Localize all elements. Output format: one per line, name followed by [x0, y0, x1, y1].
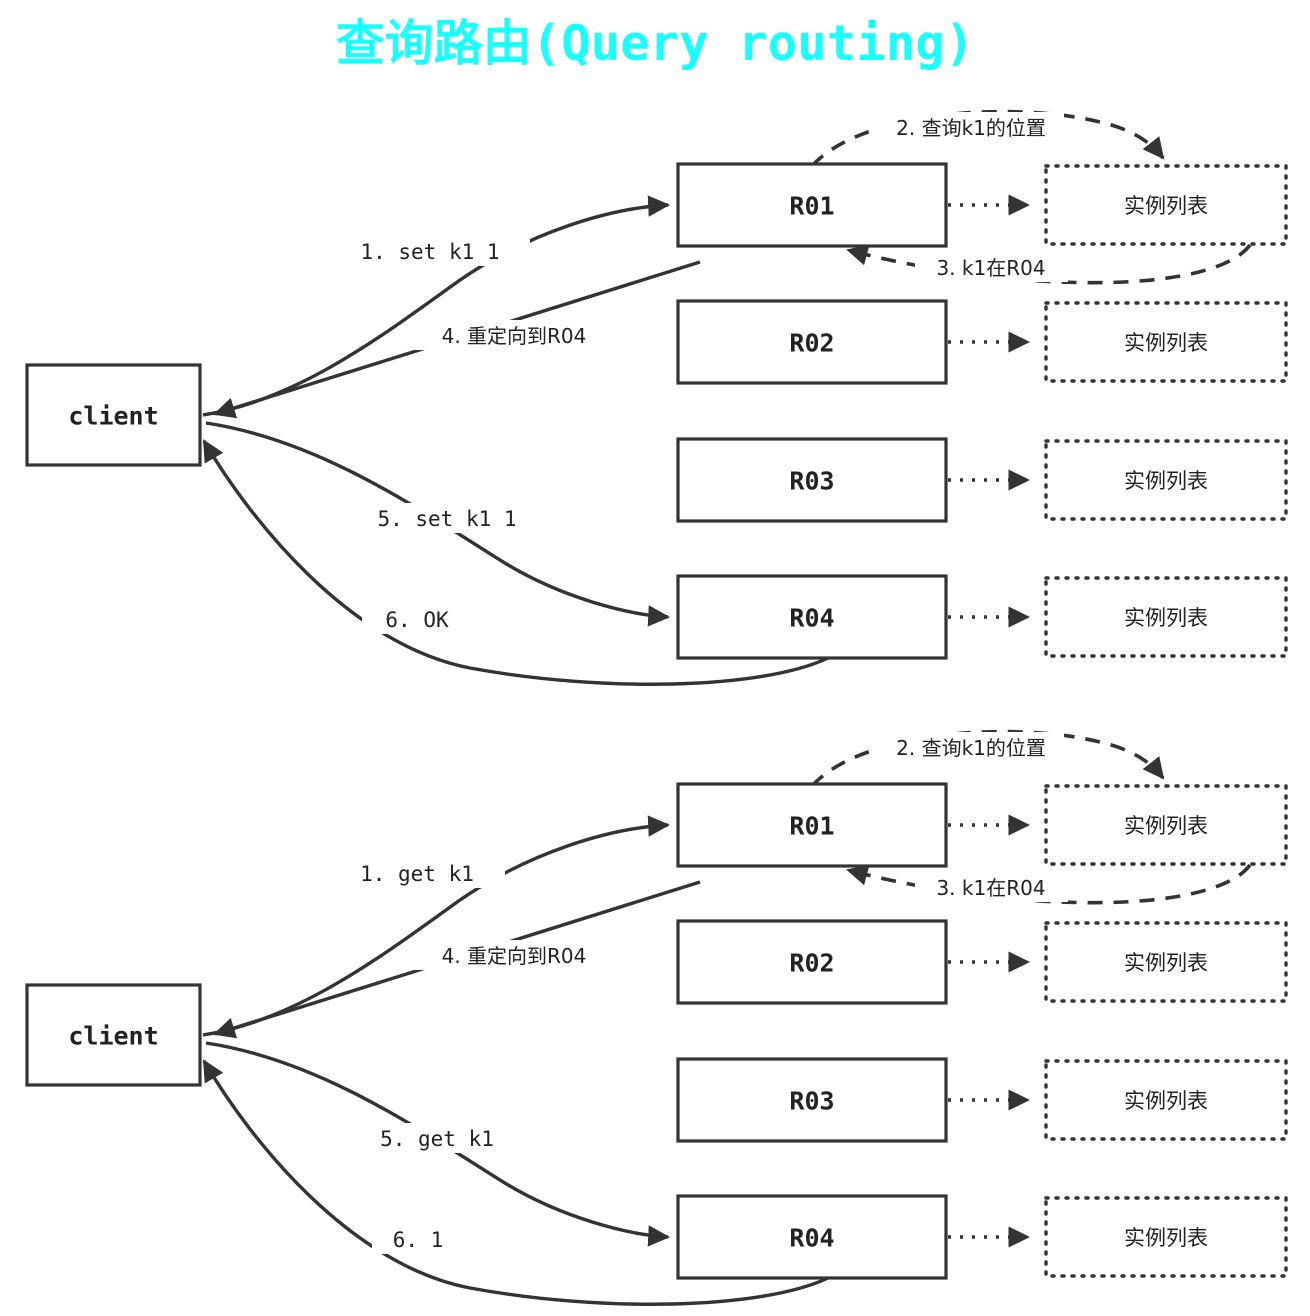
client-node-label: client — [68, 1022, 158, 1051]
instance-list-3-read[interactable]: 实例列表 — [1044, 1059, 1288, 1141]
edge-k1-in-r04 — [846, 243, 1252, 285]
instance-list-label: 实例列表 — [1124, 814, 1208, 838]
edge-label-text: 6. 1 — [393, 1228, 444, 1252]
edge-label-6-read: 6. 1 — [372, 1224, 467, 1254]
edge-label-1-read: 1. get k1 — [340, 858, 505, 888]
edge-get-k1-r04 — [205, 1041, 670, 1247]
edge-label-4-read: 4. 重定向到R04 — [414, 940, 614, 970]
edge-ok-response — [202, 439, 829, 686]
edge-value-response — [202, 1059, 829, 1306]
edge-label-text: 3. k1在R04 — [936, 256, 1045, 280]
instance-list-4-write[interactable]: 实例列表 — [1044, 576, 1288, 658]
instance-list-4-read[interactable]: 实例列表 — [1044, 1196, 1288, 1278]
edge-label-6-write: 6. OK — [362, 604, 472, 634]
instance-list-label: 实例列表 — [1124, 194, 1208, 218]
node-r01-read[interactable]: R01 — [676, 782, 948, 868]
node-r01-write[interactable]: R01 — [676, 162, 948, 248]
edge-label-text: 1. get k1 — [360, 862, 474, 886]
client-node-label: client — [68, 402, 158, 431]
edge-label-text: 6. OK — [385, 608, 449, 632]
node-r01-label: R01 — [789, 192, 834, 221]
node-r04-write[interactable]: R04 — [676, 574, 948, 660]
node-r04-read[interactable]: R04 — [676, 1194, 948, 1280]
panel-write-flow: client R01 R02 R03 R04 实例列表 — [25, 109, 1288, 686]
edge-label-text: 4. 重定向到R04 — [442, 324, 587, 348]
edge-label-3-write: 3. k1在R04 — [915, 252, 1068, 282]
instance-list-label: 实例列表 — [1124, 951, 1208, 975]
edge-label-4-write: 4. 重定向到R04 — [414, 320, 614, 350]
edge-label-2-read: 2. 查询k1的位置 — [878, 732, 1064, 762]
node-r02-label: R02 — [789, 949, 834, 978]
edge-set-k1-r04 — [205, 421, 670, 627]
node-r03-label: R03 — [789, 1087, 834, 1116]
instance-list-1-read[interactable]: 实例列表 — [1044, 784, 1288, 866]
instance-list-2-write[interactable]: 实例列表 — [1044, 301, 1288, 383]
instance-list-label: 实例列表 — [1124, 469, 1208, 493]
client-node-read[interactable]: client — [25, 983, 202, 1087]
edge-label-text: 3. k1在R04 — [936, 876, 1045, 900]
edge-label-text: 5. set k1 1 — [377, 507, 516, 531]
node-r01-label: R01 — [789, 812, 834, 841]
instance-list-label: 实例列表 — [1124, 606, 1208, 630]
node-r04-label: R04 — [789, 604, 834, 633]
instance-list-label: 实例列表 — [1124, 331, 1208, 355]
panel-read-flow: client R01 R02 R03 R04 实例列表 — [25, 729, 1288, 1306]
instance-list-2-read[interactable]: 实例列表 — [1044, 921, 1288, 1003]
edge-label-1-write: 1. set k1 1 — [330, 236, 530, 266]
node-r03-write[interactable]: R03 — [676, 437, 948, 523]
instance-list-label: 实例列表 — [1124, 1226, 1208, 1250]
edge-label-text: 1. set k1 1 — [360, 240, 499, 264]
node-r04-label: R04 — [789, 1224, 834, 1253]
edge-k1-in-r04 — [846, 863, 1252, 905]
node-r03-read[interactable]: R03 — [676, 1057, 948, 1143]
edge-label-text: 4. 重定向到R04 — [442, 944, 587, 968]
edge-label-text: 5. get k1 — [380, 1127, 494, 1151]
edge-get-k1 — [202, 815, 670, 1037]
edge-label-5-write: 5. set k1 1 — [355, 503, 540, 533]
node-r02-label: R02 — [789, 329, 834, 358]
edge-label-text: 2. 查询k1的位置 — [896, 736, 1046, 760]
node-r02-read[interactable]: R02 — [676, 919, 948, 1005]
edge-label-2-write: 2. 查询k1的位置 — [878, 112, 1064, 142]
instance-list-3-write[interactable]: 实例列表 — [1044, 439, 1288, 521]
instance-list-1-write[interactable]: 实例列表 — [1044, 164, 1288, 246]
page-title: 查询路由(Query routing) — [336, 15, 975, 72]
client-node-write[interactable]: client — [25, 363, 202, 467]
node-r03-label: R03 — [789, 467, 834, 496]
instance-list-label: 实例列表 — [1124, 1089, 1208, 1113]
edge-set-k1 — [202, 195, 670, 417]
edge-label-text: 2. 查询k1的位置 — [896, 116, 1046, 140]
node-r02-write[interactable]: R02 — [676, 299, 948, 385]
edge-label-3-read: 3. k1在R04 — [915, 872, 1068, 902]
edge-label-5-read: 5. get k1 — [360, 1123, 520, 1153]
